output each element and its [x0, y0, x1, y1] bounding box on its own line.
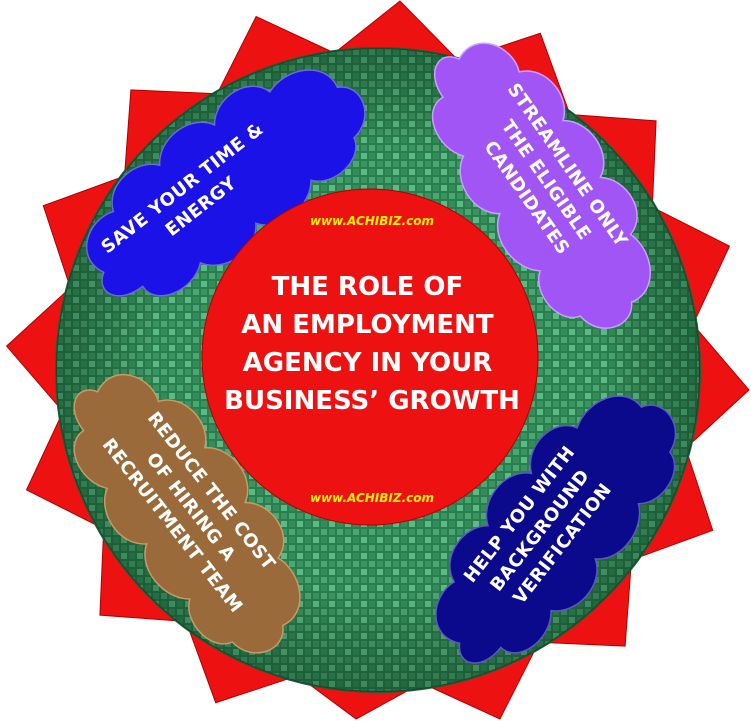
website-label-bottom: www.ACHIBIZ.com: [310, 491, 434, 505]
cloud-top-left: SAVE YOUR TIME & ENERGY: [86, 69, 366, 297]
center-title-line-4: BUSINESS’ GROWTH: [224, 386, 520, 416]
center-title-line-3: AGENCY IN YOUR: [243, 348, 493, 378]
center-title-line-2: AN EMPLOYMENT: [241, 310, 494, 340]
center-circle: [201, 188, 539, 526]
cloud-top-right-shape: [431, 42, 651, 329]
center-title: THE ROLE OF AN EMPLOYMENT AGENCY IN YOUR…: [224, 272, 520, 416]
cloud-top-right: STREAMLINE ONLY THE ELIGIBLE CANDIDATES: [431, 42, 651, 329]
cloud-top-left-shape: [86, 69, 366, 297]
cloud-bottom-right: HELP YOU WITH BACKGROUND VERIFICATION: [435, 395, 677, 664]
cloud-bottom-left-shape: [73, 374, 301, 654]
cloud-bottom-right-shape: [435, 395, 677, 664]
center-title-line-1: THE ROLE OF: [272, 272, 464, 302]
website-label-top: www.ACHIBIZ.com: [310, 214, 434, 228]
